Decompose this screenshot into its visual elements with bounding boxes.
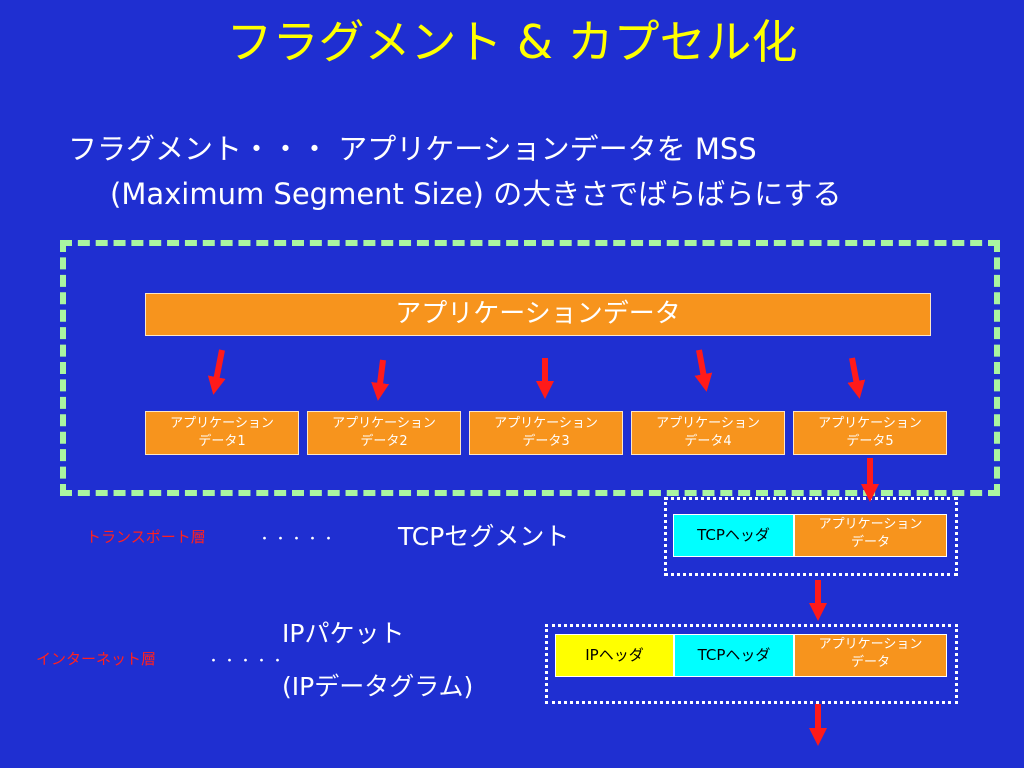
fragment-2-line-1: アプリケーション <box>332 416 436 431</box>
transport-layer-dots: ・・・・・ <box>258 532 339 547</box>
ip-packet-frame <box>545 624 958 704</box>
description-line-2: (Maximum Segment Size) の大きさでばらばらにする <box>110 177 842 211</box>
ip-packet-label: IPパケット <box>282 619 405 648</box>
ip-packet-data-line-2: データ <box>850 655 890 670</box>
fragment-4-line-1: アプリケーション <box>656 416 760 431</box>
description-line-1: フラグメント・・・ アプリケーションデータを MSS <box>68 132 757 166</box>
fragment-5-line-2: データ5 <box>846 434 894 449</box>
tcp-segment-data-cell: アプリケーション データ <box>794 514 947 557</box>
fragment-block-3: アプリケーション データ3 <box>469 411 623 455</box>
fragment-5-line-1: アプリケーション <box>818 416 922 431</box>
ip-datagram-label: (IPデータグラム) <box>282 672 474 701</box>
tcp-segment-frame <box>664 497 958 576</box>
fragment-3-line-2: データ3 <box>522 434 570 449</box>
fragment-1-line-2: データ1 <box>198 434 246 449</box>
fragment-block-1: アプリケーション データ1 <box>145 411 299 455</box>
fragment-3-line-1: アプリケーション <box>494 416 598 431</box>
fragment-block-4: アプリケーション データ4 <box>631 411 785 455</box>
internet-layer-dots: ・・・・・ <box>207 654 288 669</box>
ip-packet-data-cell: アプリケーション データ <box>794 634 947 677</box>
tcp-segment-data-line-1: アプリケーション <box>818 517 923 532</box>
fragment-4-line-2: データ4 <box>684 434 732 449</box>
fragment-arrow-1 <box>207 349 226 395</box>
fragmentation-frame <box>60 240 1000 496</box>
ip-header-cell: IPヘッダ <box>555 634 674 677</box>
fragment-1-line-1: アプリケーション <box>170 416 274 431</box>
transport-layer-label: トランスポート層 <box>86 528 206 546</box>
ip-packet-data-line-1: アプリケーション <box>818 637 923 652</box>
fragment-arrow-5 <box>847 357 866 399</box>
tcp-segment-data-line-2: データ <box>850 535 890 550</box>
internet-layer-label: インターネット層 <box>36 650 157 668</box>
tcp-segment-label: TCPセグメント <box>398 522 570 551</box>
application-data-block: アプリケーションデータ <box>145 293 931 336</box>
fragment-2-line-2: データ2 <box>360 434 408 449</box>
tcp-header-cell: TCPヘッダ <box>673 514 794 557</box>
fragment-arrow-2 <box>371 359 390 401</box>
slide-title: フラグメント & カプセル化 <box>226 15 798 69</box>
fragment-block-2: アプリケーション データ2 <box>307 411 461 455</box>
ip-packet-tcp-header-cell: TCPヘッダ <box>674 634 794 677</box>
fragment-block-5: アプリケーション データ5 <box>793 411 947 455</box>
fragment-arrow-4 <box>694 349 713 392</box>
